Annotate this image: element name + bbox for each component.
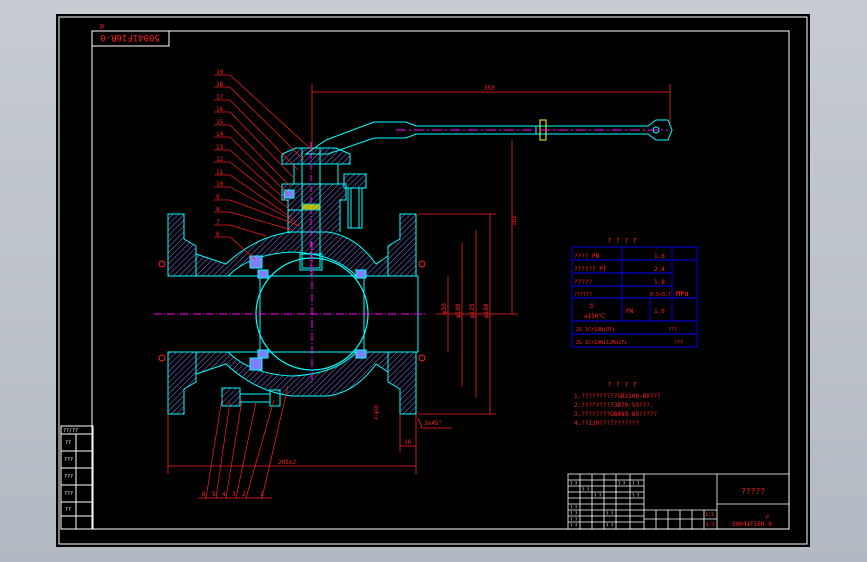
title-block-scale: P [766,515,769,521]
spec-mat2: ZG 1Cr18Ni12Mo2Ti [576,340,627,346]
title-block-sheet: 1:1 [705,512,714,518]
top-marker: p [100,22,104,30]
balloon-b3: 3 [232,491,236,498]
balloon-b2: 2 [242,491,246,498]
valve-drawing: 50041F16R-0 p ??/?? ?? ??? ??? ??? ?? [58,16,808,545]
spec-mat1-tail: ??? [668,327,677,333]
dim-face-length: 203±2 [278,459,296,466]
spec-unit: MPa [676,290,689,298]
balloon-10: 10 [216,181,224,188]
spec-table-text: ? ? ? ? ???? PN 1.6 ?????? PT 2.4 ????? … [574,237,689,346]
balloon-9: 9 [216,194,220,201]
svg-text:? ?: ? ? [594,493,602,498]
note-3: 4.??120??????????? [574,420,639,427]
dim-chamfer: 3x45° [424,420,442,427]
strip-label-4: ??? [64,491,73,497]
spec-row-2-value: 1.8 [654,279,665,286]
drawing-border [91,30,790,530]
spec-pn-label: PN [626,308,634,315]
title-block-marks: ? ? ? ? ? ? ? ? ? ? ? ? ? ? ? ? ? ? ? ? … [570,481,640,528]
dim-small-hole: 4-φ18 [374,405,380,420]
balloon-18: 18 [216,81,224,88]
balloon-8: 8 [216,206,220,213]
svg-text:? ?: ? ? [606,523,614,528]
svg-text:? ?: ? ? [632,493,640,498]
spec-temp-sym: δ [590,303,594,310]
balloon-14: 14 [216,131,224,138]
left-strip: ??/?? ?? ??? ??? ??? ?? [60,425,94,530]
spec-table [571,246,698,348]
dim-handle-length: 350 [484,85,495,92]
strip-label-2: ??? [64,457,73,463]
spec-row-2-label: ????? [574,279,592,286]
svg-text:? ?: ? ? [618,481,626,486]
balloon-19: 19 [216,69,224,76]
drawing-number-box: 50041F16R-0 p [91,22,170,47]
note-1: 2.?????????JB79-59???. [574,402,653,409]
strip-label-1: ?? [65,440,71,446]
spec-row-1-value: 2.4 [654,266,665,273]
notes-title: ? ? ? ? [607,381,637,389]
drawing-number-top: 50041F16R-0 [100,32,160,42]
dim-d4: φ160 [483,303,490,318]
balloon-6-top: 6 [216,231,220,238]
dim-d2: φ100 [455,303,462,318]
balloon-b1: 1 [260,491,264,498]
spec-row-1-label: ?????? PT [574,266,607,273]
title-block-name: ????? [741,487,765,496]
balloon-7: 7 [216,219,220,226]
balloon-leaders-bottom [198,385,289,499]
tech-notes: ? ? ? ? 1.??????????GB2100-80??? 2.?????… [574,381,661,427]
note-0: 1.??????????GB2100-80??? [574,393,661,400]
balloon-16: 16 [216,106,224,113]
balloons-bottom: 6 5 4 3 2 1 [202,491,264,498]
svg-text:? ?: ? ? [570,517,578,522]
svg-text:? ?: ? ? [606,511,614,516]
balloon-b6: 6 [202,491,206,498]
balloon-leaders-top [214,74,313,261]
spec-temp: ≤150℃ [584,313,605,320]
strip-label-5: ?? [65,507,71,513]
title-block [567,473,790,530]
svg-text:? ?: ? ? [570,523,578,528]
spec-pn-value: 1.6 [654,308,665,315]
balloon-11: 11 [216,169,224,176]
balloon-12: 12 [216,156,224,163]
spec-row-0-value: 1.6 [654,253,665,260]
spec-row-3-value: 0.5~0.7 [650,292,671,298]
strip-label-0: ??/?? [63,428,78,434]
spec-row-0-label: ???? PN [574,253,600,260]
title-block-drawing-number: 50041F16R-0 [732,521,772,528]
spec-row-3-label: ?????? [574,292,592,298]
balloon-15: 15 [216,119,224,126]
title-block-col: 1:1 [706,522,715,528]
balloon-13: 13 [216,144,224,151]
cad-viewport[interactable]: 50041F16R-0 p ??/?? ?? ??? ??? ??? ?? [56,14,810,547]
dim-d3: φ125 [469,303,476,318]
spec-mat1: ZG 1Cr18Ni9Ti [576,327,615,333]
svg-text:? ?: ? ? [582,487,590,492]
spec-mat2-tail: ??? [674,340,683,346]
valve-body [154,142,426,415]
balloon-17: 17 [216,94,224,101]
dim-bore: φ50 [441,303,448,314]
dim-flange-thk: 16 [404,439,412,446]
balloon-b5: 5 [212,491,216,498]
sheet-frame [58,16,808,545]
spec-table-title: ? ? ? ? [607,237,637,245]
balloons-top: 19 18 17 16 15 14 13 12 11 10 9 8 7 6 [216,69,224,238]
dimensions [167,84,671,474]
note-2: 3.????????GB489-85????? [574,411,657,418]
strip-label-3: ??? [64,474,73,480]
svg-text:? ?: ? ? [570,511,578,516]
svg-text:? ?: ? ? [570,505,578,510]
valve-handle [304,119,673,155]
svg-text:? ?: ? ? [570,481,578,486]
svg-text:? ?: ? ? [632,481,640,486]
dim-height: 165 [511,215,518,226]
balloon-b4: 4 [222,491,226,498]
